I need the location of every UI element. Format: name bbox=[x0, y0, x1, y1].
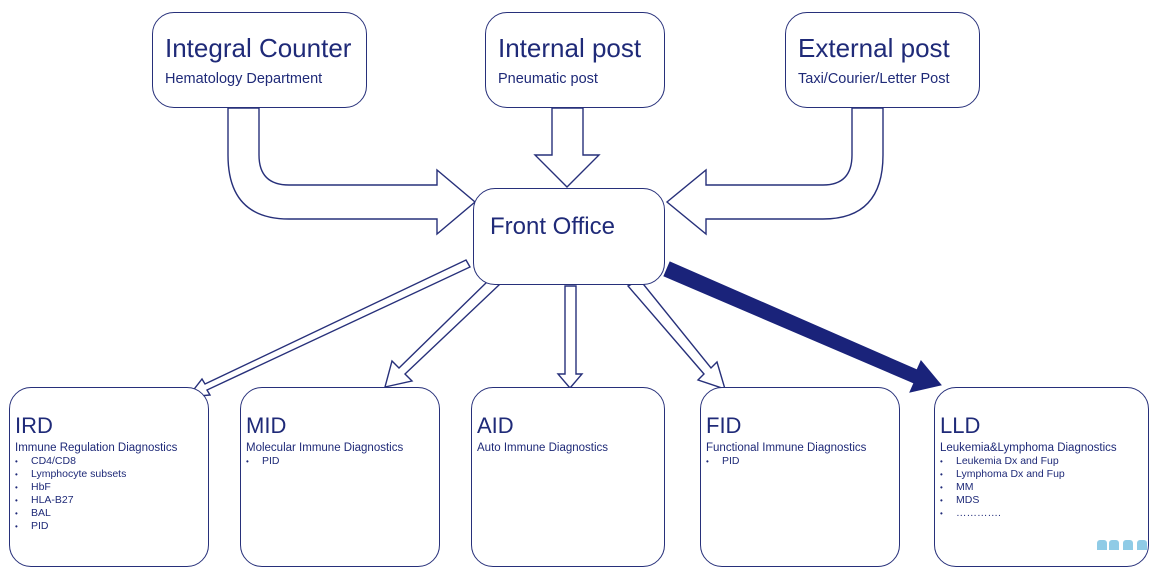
lld-list-item: …………. bbox=[940, 507, 1065, 520]
lld-list-item: Leukemia Dx and Fup bbox=[940, 455, 1065, 468]
connector-arrows bbox=[186, 107, 942, 398]
integral-counter-title: Integral Counter bbox=[165, 33, 352, 63]
aid-subtitle: Auto Immune Diagnostics bbox=[477, 442, 609, 454]
fid-list: PID bbox=[706, 455, 740, 468]
ird-list-item: CD4/CD8 bbox=[15, 455, 126, 468]
ird-title: IRD bbox=[15, 413, 53, 438]
lld-title: LLD bbox=[940, 413, 981, 438]
external-post-box: External post Taxi/Courier/Letter Post bbox=[785, 12, 980, 108]
front-office-box: Front Office bbox=[473, 188, 665, 285]
arrow-integral-counter-to-front-office bbox=[227, 107, 477, 236]
ird-list-item: BAL bbox=[15, 507, 126, 520]
integral-counter-box: Integral Counter Hematology Department bbox=[152, 12, 367, 108]
fid-subtitle: Functional Immune Diagnostics bbox=[706, 442, 867, 454]
mid-title: MID bbox=[246, 413, 287, 438]
integral-counter-subtitle: Hematology Department bbox=[165, 71, 323, 87]
arrow-front-office-to-ird bbox=[186, 259, 471, 398]
mid-subtitle: Molecular Immune Diagnostics bbox=[246, 442, 404, 454]
mid-box: MID Molecular Immune Diagnostics PID bbox=[240, 387, 440, 567]
ird-list-item: PID bbox=[15, 520, 126, 533]
lld-list-item: Lymphoma Dx and Fup bbox=[940, 468, 1065, 481]
ird-list-item: HbF bbox=[15, 481, 126, 494]
lld-list-item: MDS bbox=[940, 494, 1065, 507]
fid-list-item: PID bbox=[706, 455, 740, 468]
arrow-external-post-to-front-office bbox=[665, 107, 884, 236]
partial-logo bbox=[1095, 540, 1149, 550]
flow-diagram: Integral Counter Hematology Department I… bbox=[0, 0, 1149, 550]
aid-title: AID bbox=[477, 413, 514, 438]
aid-box: AID Auto Immune Diagnostics bbox=[471, 387, 665, 567]
external-post-title: External post bbox=[798, 33, 950, 63]
mid-list: PID bbox=[246, 455, 280, 468]
internal-post-box: Internal post Pneumatic post bbox=[485, 12, 665, 108]
lld-box: LLD Leukemia&Lymphoma Diagnostics Leukem… bbox=[934, 387, 1149, 567]
ird-box: IRD Immune Regulation Diagnostics CD4/CD… bbox=[9, 387, 209, 567]
lld-list-item: MM bbox=[940, 481, 1065, 494]
arrow-internal-post-to-front-office bbox=[533, 107, 601, 188]
ird-list-item: HLA-B27 bbox=[15, 494, 126, 507]
arrow-front-office-to-fid bbox=[626, 279, 727, 391]
ird-list: CD4/CD8 Lymphocyte subsets HbF HLA-B27 B… bbox=[15, 455, 126, 534]
lld-list: Leukemia Dx and Fup Lymphoma Dx and Fup … bbox=[940, 455, 1065, 521]
mid-list-item: PID bbox=[246, 455, 280, 468]
internal-post-subtitle: Pneumatic post bbox=[498, 71, 598, 87]
ird-subtitle: Immune Regulation Diagnostics bbox=[15, 442, 178, 454]
lld-subtitle: Leukemia&Lymphoma Diagnostics bbox=[940, 442, 1117, 454]
fid-box: FID Functional Immune Diagnostics PID bbox=[700, 387, 900, 567]
arrow-front-office-to-aid bbox=[556, 285, 584, 390]
internal-post-title: Internal post bbox=[498, 33, 642, 63]
front-office-title: Front Office bbox=[490, 213, 615, 240]
external-post-subtitle: Taxi/Courier/Letter Post bbox=[798, 71, 950, 87]
arrow-front-office-to-lld bbox=[663, 261, 942, 393]
fid-title: FID bbox=[706, 413, 742, 438]
arrow-front-office-to-mid bbox=[384, 278, 501, 388]
ird-list-item: Lymphocyte subsets bbox=[15, 468, 126, 481]
